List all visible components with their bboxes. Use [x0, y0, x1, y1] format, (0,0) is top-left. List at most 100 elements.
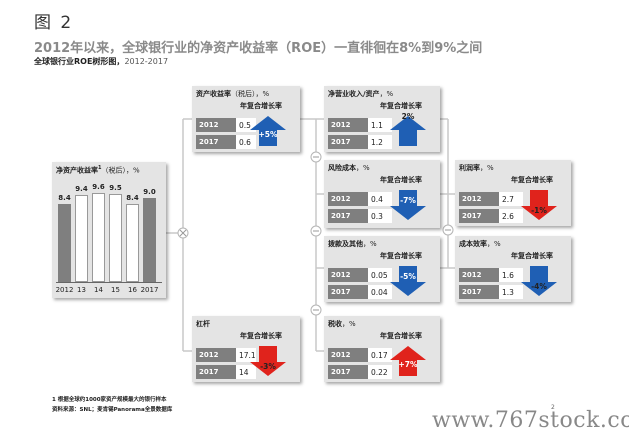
roe-x-label: 2017	[140, 286, 159, 294]
cagr-label: 年复合增长率	[380, 102, 422, 110]
roe-baseline	[56, 282, 162, 283]
year-value: 1.3	[499, 285, 523, 299]
roe-bar	[75, 194, 88, 282]
roe-bar-label: 9.5	[109, 183, 122, 192]
year-label: 2017	[196, 135, 236, 149]
roe-x-label: 2012	[55, 286, 74, 294]
up-arrow-icon	[390, 346, 426, 376]
change-value: +7%	[398, 360, 418, 369]
roe-bar-label: 9.6	[92, 182, 105, 191]
roe-bar	[126, 203, 139, 282]
roe-bar	[58, 203, 71, 282]
card-title: 资产收益率（税后），%	[196, 90, 270, 98]
change-value: -3%	[260, 362, 276, 371]
card-title: 净营业收入/资产，%	[328, 90, 394, 98]
year-label: 2017	[196, 365, 236, 379]
headline: 2012年以来，全球银行业的净资产收益率（ROE）一直徘徊在8%到9%之间	[34, 41, 483, 56]
year-value: 0.5	[236, 118, 256, 132]
watermark: www.767stock.com	[432, 408, 629, 433]
change-value: -4%	[531, 282, 547, 291]
roe-bar-label: 9.0	[143, 188, 156, 197]
year-label: 2017	[459, 209, 499, 223]
card-title: 风险成本，%	[328, 164, 370, 172]
roe-x-label: 14	[94, 286, 103, 294]
year-value: 17.1	[236, 348, 256, 362]
card-title: 税收，%	[328, 320, 356, 328]
roe-bar-label: 8.4	[126, 193, 139, 202]
subtitle-bold: 全球银行业ROE树形图，	[34, 57, 125, 66]
year-label: 2017	[459, 285, 499, 299]
cagr-label: 年复合增长率	[380, 176, 422, 184]
year-value: 1.6	[499, 268, 523, 282]
down-arrow-icon	[521, 190, 557, 220]
year-value: 2.7	[499, 192, 523, 206]
source-note: 资料来源：SNL；麦肯锡Panorama全景数据库	[52, 407, 173, 413]
year-value: 0.4	[368, 192, 392, 206]
year-label: 2012	[328, 192, 368, 206]
year-label: 2012	[328, 118, 368, 132]
cagr-label: 年复合增长率	[380, 332, 422, 340]
year-value: 1.2	[368, 135, 392, 149]
cagr-label: 年复合增长率	[240, 102, 282, 110]
card-title: 杠杆	[196, 320, 210, 328]
year-label: 2012	[459, 268, 499, 282]
year-value: 0.04	[368, 285, 392, 299]
roe-bar	[109, 193, 122, 282]
subtitle: 全球银行业ROE树形图，2012-2017	[34, 56, 168, 67]
change-value: -5%	[400, 272, 416, 281]
card-title: 利润率，%	[459, 164, 494, 172]
year-value: 1.1	[368, 118, 392, 132]
down-arrow-icon	[250, 346, 286, 376]
year-value: 0.3	[368, 209, 392, 223]
year-label: 2017	[328, 365, 368, 379]
down-arrow-icon	[390, 266, 426, 296]
roe-bar	[92, 192, 105, 282]
up-arrow-icon	[250, 116, 286, 146]
roe-bar-label: 8.4	[58, 193, 71, 202]
cagr-label: 年复合增长率	[511, 176, 553, 184]
page-number: 2	[551, 404, 555, 411]
cagr-label: 年复合增长率	[511, 252, 553, 260]
up-arrow-icon	[390, 116, 426, 146]
year-value: 2.6	[499, 209, 523, 223]
roe-bar-label: 9.4	[75, 184, 88, 193]
roe-card-title: 净资产收益率1（税后），%	[56, 165, 140, 175]
year-label: 2012	[459, 192, 499, 206]
year-value: 14	[236, 365, 256, 379]
cagr-label: 年复合增长率	[380, 252, 422, 260]
card-title: 成本效率，%	[459, 240, 501, 248]
year-label: 2017	[328, 209, 368, 223]
footnote: 1 根据全球约1000家资产规模最大的银行样本	[52, 397, 167, 403]
change-value: 2%	[401, 112, 415, 121]
year-label: 2017	[328, 285, 368, 299]
year-label: 2012	[328, 268, 368, 282]
year-value: 0.6	[236, 135, 256, 149]
roe-bar	[143, 198, 156, 282]
year-label: 2012	[196, 118, 236, 132]
year-label: 2012	[328, 348, 368, 362]
year-label: 2017	[328, 135, 368, 149]
